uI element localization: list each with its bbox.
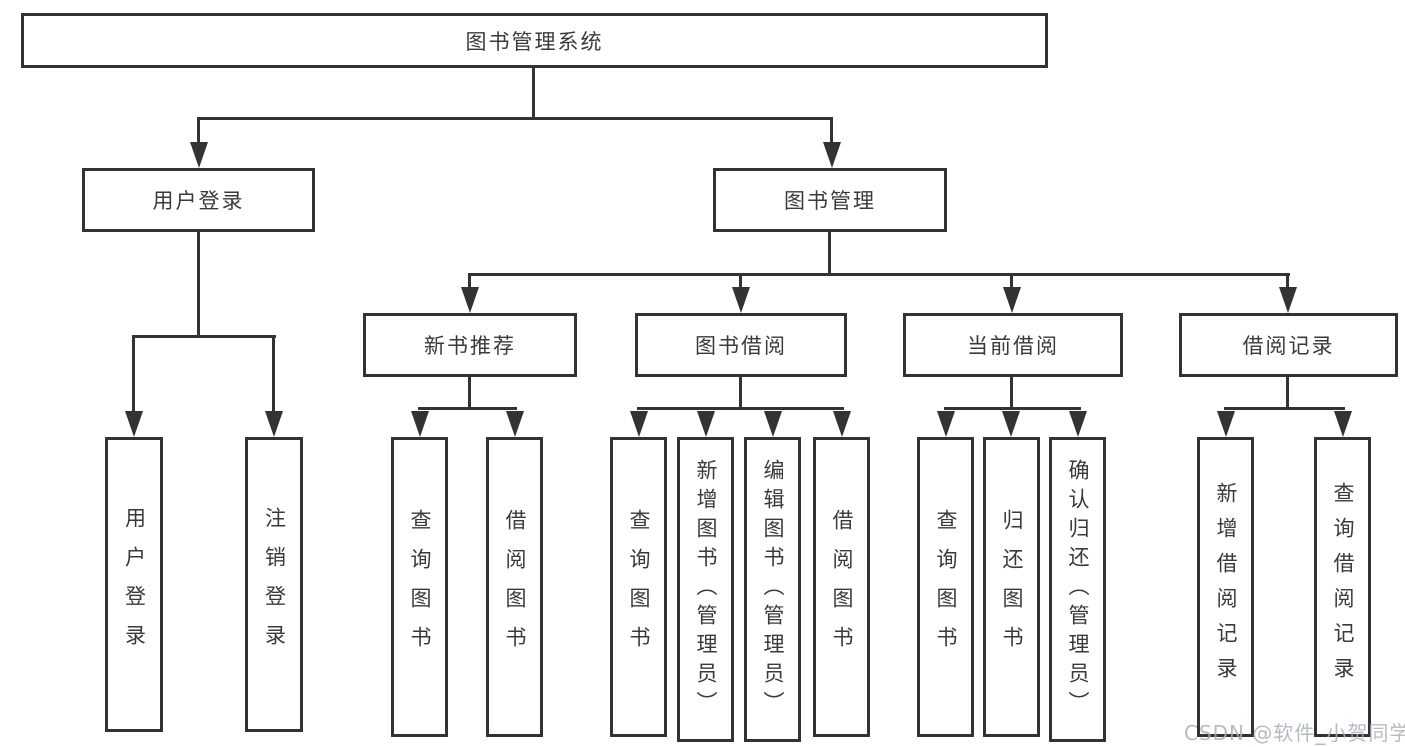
arrowhead-nb-leaf1 bbox=[411, 411, 429, 437]
leaf-nb-query-books: 查询图书 bbox=[391, 437, 448, 737]
leaf-bb-borrow-books-label: 借阅图书 bbox=[830, 509, 854, 665]
leaf-nb-query-books-label: 查询图书 bbox=[408, 509, 432, 665]
leaf-nb-borrow-books-label: 借阅图书 bbox=[503, 509, 527, 665]
watermark: CSDN @软件_小贺同学 bbox=[1184, 721, 1405, 745]
leaf-bb-add-books-admin: 新增图书（管理员） bbox=[677, 437, 734, 742]
arrowhead-login-leaf1 bbox=[125, 411, 143, 437]
leaf-bb-borrow-books: 借阅图书 bbox=[813, 437, 870, 737]
leaf-br-add-record: 新增借阅记录 bbox=[1197, 437, 1254, 737]
connector-login-leaf2-drop bbox=[272, 338, 275, 414]
node-user-login: 用户登录 bbox=[82, 168, 315, 232]
leaf-user-login: 用户登录 bbox=[105, 437, 163, 732]
node-root: 图书管理系统 bbox=[21, 13, 1048, 68]
leaf-br-add-record-label: 新增借阅记录 bbox=[1214, 482, 1238, 692]
connector-new-book-drop bbox=[468, 276, 471, 290]
connector-current-borrow-bar bbox=[944, 407, 1081, 410]
node-new-book-recommend-label: 新书推荐 bbox=[424, 334, 516, 358]
connector-book-borrow-stub bbox=[739, 377, 742, 407]
leaf-cb-return-books: 归还图书 bbox=[983, 437, 1040, 737]
arrowhead-new-book bbox=[461, 287, 479, 313]
connector-user-login-drop bbox=[197, 120, 200, 146]
leaf-cb-query-books: 查询图书 bbox=[917, 437, 974, 737]
leaf-bb-edit-books-admin: 编辑图书（管理员） bbox=[744, 437, 801, 742]
leaf-bb-query-books: 查询图书 bbox=[610, 437, 667, 737]
leaf-bb-edit-books-admin-label: 编辑图书（管理员） bbox=[761, 459, 785, 720]
arrowhead-nb-leaf2 bbox=[506, 411, 524, 437]
arrowhead-bb-leaf3 bbox=[764, 411, 782, 437]
connector-borrow-records-stub bbox=[1286, 377, 1289, 407]
node-current-borrow-label: 当前借阅 bbox=[967, 334, 1059, 358]
arrowhead-cb-leaf2 bbox=[1002, 411, 1020, 437]
node-current-borrow: 当前借阅 bbox=[903, 313, 1123, 377]
connector-root-stub bbox=[532, 68, 535, 117]
connector-book-management-stub bbox=[828, 232, 831, 273]
node-book-borrow-label: 图书借阅 bbox=[695, 334, 787, 358]
arrowhead-borrow-records bbox=[1279, 287, 1297, 313]
node-user-login-label: 用户登录 bbox=[152, 189, 245, 213]
arrowhead-br-leaf2 bbox=[1334, 411, 1352, 437]
node-root-label: 图书管理系统 bbox=[465, 29, 604, 54]
connector-new-book-stub bbox=[468, 377, 471, 407]
leaf-cb-confirm-return-admin-label: 确认归还（管理员） bbox=[1066, 459, 1090, 720]
connector-level1-bar bbox=[197, 117, 833, 120]
connector-login-leaf1-drop bbox=[132, 338, 135, 414]
node-borrow-records-label: 借阅记录 bbox=[1242, 334, 1335, 358]
connector-user-login-bar bbox=[132, 335, 276, 338]
arrowhead-book-management bbox=[823, 142, 841, 168]
node-book-borrow: 图书借阅 bbox=[635, 313, 847, 377]
arrowhead-book-borrow bbox=[732, 287, 750, 313]
leaf-user-login-label: 用户登录 bbox=[122, 506, 147, 663]
leaf-cb-query-books-label: 查询图书 bbox=[934, 509, 958, 665]
node-new-book-recommend: 新书推荐 bbox=[363, 313, 577, 377]
leaf-cb-confirm-return-admin: 确认归还（管理员） bbox=[1049, 437, 1106, 742]
connector-current-borrow-stub bbox=[1010, 377, 1013, 407]
arrowhead-bb-leaf4 bbox=[833, 411, 851, 437]
connector-level2-bar bbox=[468, 273, 1290, 276]
leaf-logout: 注销登录 bbox=[245, 437, 303, 732]
leaf-cb-return-books-label: 归还图书 bbox=[1000, 509, 1024, 665]
connector-borrow-records-bar bbox=[1224, 407, 1345, 410]
connector-borrow-records-drop bbox=[1286, 276, 1289, 290]
arrowhead-current-borrow bbox=[1003, 287, 1021, 313]
leaf-nb-borrow-books: 借阅图书 bbox=[486, 437, 543, 737]
arrowhead-br-leaf1 bbox=[1217, 411, 1235, 437]
connector-current-borrow-drop bbox=[1010, 276, 1013, 290]
arrowhead-cb-leaf3 bbox=[1069, 411, 1087, 437]
arrowhead-login-leaf2 bbox=[265, 411, 283, 437]
connector-book-management-drop bbox=[830, 120, 833, 146]
leaf-bb-query-books-label: 查询图书 bbox=[627, 509, 651, 665]
arrowhead-cb-leaf1 bbox=[937, 411, 955, 437]
node-book-management-label: 图书管理 bbox=[784, 189, 876, 213]
leaf-bb-add-books-admin-label: 新增图书（管理员） bbox=[694, 459, 718, 720]
connector-user-login-stub bbox=[197, 232, 200, 335]
node-book-management: 图书管理 bbox=[713, 168, 947, 232]
leaf-br-query-record: 查询借阅记录 bbox=[1314, 437, 1371, 737]
connector-new-book-bar bbox=[418, 407, 517, 410]
arrowhead-bb-leaf1 bbox=[630, 411, 648, 437]
leaf-logout-label: 注销登录 bbox=[262, 506, 287, 663]
connector-book-borrow-drop bbox=[739, 276, 742, 290]
arrowhead-bb-leaf2 bbox=[697, 411, 715, 437]
connector-book-borrow-bar bbox=[637, 407, 844, 410]
node-borrow-records: 借阅记录 bbox=[1179, 313, 1398, 377]
leaf-br-query-record-label: 查询借阅记录 bbox=[1331, 482, 1355, 692]
arrowhead-user-login bbox=[190, 142, 208, 168]
